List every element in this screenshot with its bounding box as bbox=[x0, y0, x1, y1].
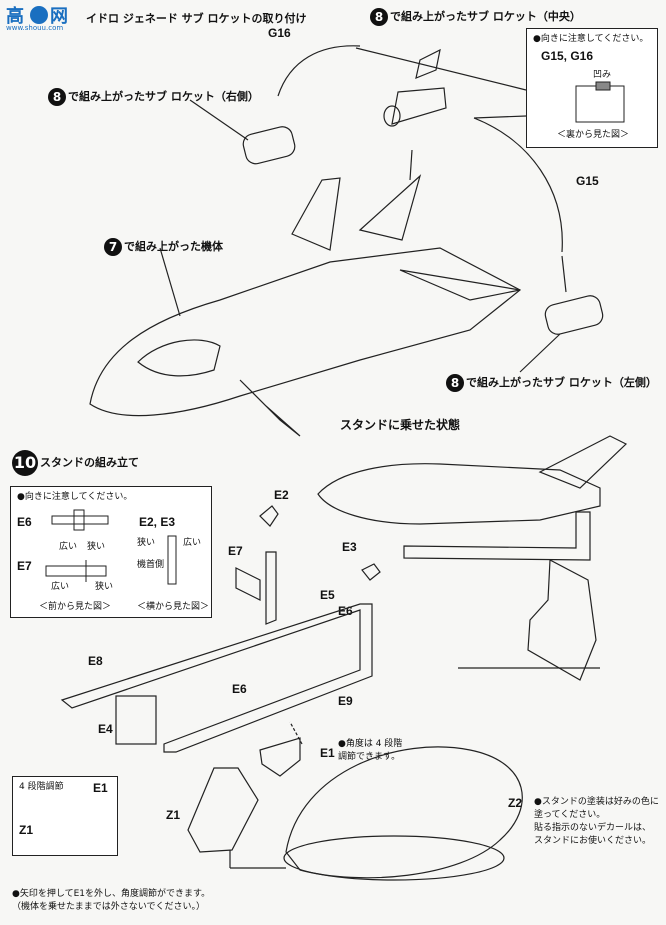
step-number-badge: 8 bbox=[370, 8, 388, 26]
craft-wing-right bbox=[399, 269, 521, 301]
center-rocket-body bbox=[391, 87, 447, 125]
left-rocket bbox=[544, 295, 604, 335]
logo-icon: 高 网 bbox=[6, 5, 68, 27]
craft-fuselage bbox=[89, 247, 522, 417]
angle-note: ●角度は 4 段階 調節できます。 bbox=[338, 739, 403, 762]
header-title: イドロ ジェネード サブ ロケットの取り付け bbox=[86, 12, 307, 25]
part-e4: E4 bbox=[98, 722, 113, 736]
part-e9: E9 bbox=[338, 694, 353, 708]
stand-orientation-note-box: ●向きに注意してください。 E6 E2, E3 E7 広い 狭い 広い 狭い 狭… bbox=[10, 486, 212, 618]
stand-upright bbox=[265, 551, 277, 625]
svg-text:网: 网 bbox=[50, 6, 68, 27]
part-z1: Z1 bbox=[166, 808, 181, 822]
orientation-note-box: ●向きに注意してください。 G15, G16 凹み ＜裏から見た図＞ bbox=[526, 28, 658, 148]
step-number-badge: 8 bbox=[446, 374, 464, 392]
part-e7: E7 bbox=[228, 544, 243, 558]
part-e1-shape bbox=[259, 737, 301, 777]
part-e2-shape bbox=[259, 505, 279, 527]
craft-tail-left bbox=[291, 177, 341, 251]
part-e5: E5 bbox=[320, 588, 335, 602]
stand-arm bbox=[403, 511, 591, 561]
step-number-badge: 10 bbox=[12, 450, 38, 476]
stand-frame bbox=[60, 603, 373, 753]
right-rocket bbox=[242, 126, 296, 165]
part-e6-left: E6 bbox=[232, 682, 247, 696]
part-z2: Z2 bbox=[508, 796, 523, 810]
bottom-note: ●矢印を押してE1を外し、角度調節ができます。 （機体を乗せたままでは外さないで… bbox=[12, 889, 211, 912]
part-g16: G16 bbox=[268, 26, 291, 40]
z2-base bbox=[285, 746, 523, 879]
g16-arc bbox=[277, 45, 361, 97]
craft-tail-right bbox=[358, 174, 422, 241]
stand-view-title: スタンドに乗せた状態 bbox=[340, 418, 461, 432]
site-logo: 高 网 www.shouu.com bbox=[2, 2, 88, 36]
z1-shape bbox=[187, 767, 259, 853]
part-e3: E3 bbox=[342, 540, 357, 554]
step-number-badge: 8 bbox=[48, 88, 66, 106]
center-rocket-fin bbox=[415, 48, 441, 79]
stand-post bbox=[527, 559, 597, 681]
part-e1: E1 bbox=[320, 746, 335, 760]
g15-arc bbox=[473, 117, 563, 253]
svg-text:高: 高 bbox=[6, 5, 24, 27]
stand-craft bbox=[317, 463, 601, 525]
part-e8: E8 bbox=[88, 654, 103, 668]
part-e2: E2 bbox=[274, 488, 289, 502]
angle-inset-box: 4 段階調節 E1 Z1 bbox=[12, 776, 118, 856]
stand-bracket-e4 bbox=[115, 695, 157, 745]
craft-wing-left bbox=[239, 379, 301, 437]
logo-url: www.shouu.com bbox=[6, 24, 64, 32]
step-number-badge: 7 bbox=[104, 238, 122, 256]
part-e3-shape bbox=[361, 563, 381, 581]
craft-cockpit bbox=[137, 339, 221, 377]
stand-paint-note: ●スタンドの塗装は好みの色に 塗ってください。 貼る指示のないデカールは、 スタ… bbox=[534, 797, 659, 846]
part-g15: G15 bbox=[576, 174, 599, 188]
